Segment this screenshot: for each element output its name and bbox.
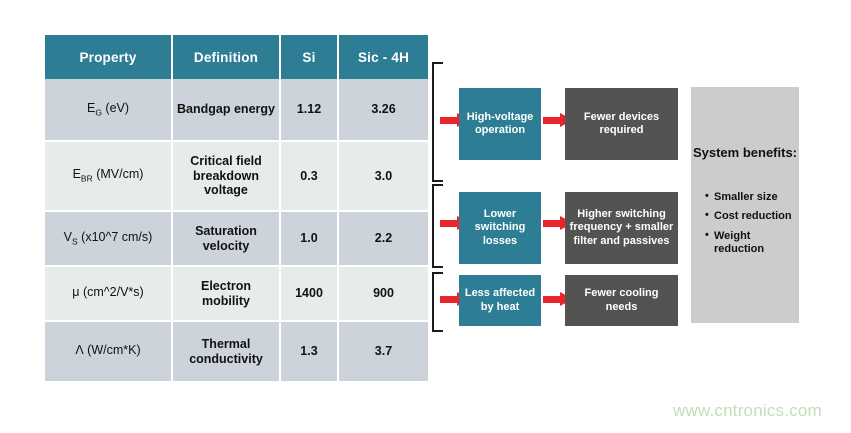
property-unit: (W/cm*K) — [83, 342, 141, 357]
cell-property: Λ (W/cm*K) — [45, 321, 173, 381]
property-unit: (MV/cm) — [92, 167, 144, 182]
flow-effect-box-3: Fewer cooling needs — [565, 275, 678, 326]
system-benefits-panel: System benefits: Smaller size Cost reduc… — [691, 87, 799, 323]
group-bracket-3 — [432, 272, 443, 332]
property-symbol: V — [63, 229, 73, 244]
arrow-shaft — [440, 296, 459, 303]
flow-cause-box-3: Less affected by heat — [459, 275, 541, 326]
arrow-shaft — [440, 117, 459, 124]
list-item: Smaller size — [705, 190, 797, 204]
cell-sic-value: 900 — [338, 266, 428, 322]
cell-definition: Bandgap energy — [172, 79, 281, 142]
table-row: μ (cm^2/V*s) Electron mobility 1400 900 — [45, 266, 428, 322]
cell-definition: Saturation velocity — [172, 211, 281, 267]
system-benefits-title: System benefits: — [692, 145, 798, 160]
table-row: EBR (MV/cm) Critical field breakdown vol… — [45, 141, 428, 212]
system-benefits-list: Smaller size Cost reduction Weight reduc… — [705, 190, 797, 263]
cell-property: μ (cm^2/V*s) — [45, 266, 173, 322]
column-header-property: Property — [45, 35, 173, 79]
flow-effect-box-1: Fewer devices required — [565, 88, 678, 160]
property-subscript: S — [72, 236, 78, 247]
property-symbol: μ — [72, 284, 80, 299]
group-bracket-2 — [432, 184, 443, 268]
flow-cause-box-1: High-voltage operation — [459, 88, 541, 160]
cell-sic-value: 2.2 — [338, 211, 428, 267]
table-row: Λ (W/cm*K) Thermal conductivity 1.3 3.7 — [45, 321, 428, 381]
group-bracket-1 — [432, 62, 443, 182]
cell-si-value: 0.3 — [280, 141, 339, 212]
cell-property: EG (eV) — [45, 79, 173, 142]
cell-si-value: 1.12 — [280, 79, 339, 142]
arrow-shaft — [543, 220, 562, 227]
column-header-si: Si — [280, 35, 339, 79]
arrow-shaft — [440, 220, 459, 227]
cell-definition: Electron mobility — [172, 266, 281, 322]
cell-property: EBR (MV/cm) — [45, 141, 173, 212]
cell-si-value: 1400 — [280, 266, 339, 322]
cell-definition: Thermal conductivity — [172, 321, 281, 381]
property-unit: (cm^2/V*s) — [79, 284, 144, 299]
flow-cause-box-2: Lower switching losses — [459, 192, 541, 264]
cell-property: VS (x10^7 cm/s) — [45, 211, 173, 267]
arrow-shaft — [543, 296, 562, 303]
cell-definition: Critical field breakdown voltage — [172, 141, 281, 212]
table-header-row: Property Definition Si Sic - 4H — [45, 35, 428, 79]
flow-effect-box-2: Higher switching frequency + smaller fil… — [565, 192, 678, 264]
property-symbol: E — [86, 100, 96, 115]
cell-si-value: 1.0 — [280, 211, 339, 267]
property-symbol: Λ — [75, 342, 84, 357]
property-unit: (x10^7 cm/s) — [77, 229, 153, 244]
column-header-definition: Definition — [172, 35, 281, 79]
cell-si-value: 1.3 — [280, 321, 339, 381]
list-item: Cost reduction — [705, 209, 797, 223]
property-symbol: E — [72, 167, 81, 182]
arrow-shaft — [543, 117, 562, 124]
site-watermark: www.cntronics.com — [673, 401, 822, 420]
si-vs-sic-comparison-table: Property Definition Si Sic - 4H EG (eV) … — [45, 35, 428, 381]
table-row: EG (eV) Bandgap energy 1.12 3.26 — [45, 79, 428, 142]
list-item: Weight reduction — [705, 229, 797, 257]
cell-sic-value: 3.0 — [338, 141, 428, 212]
column-header-sic: Sic - 4H — [338, 35, 428, 79]
cell-sic-value: 3.7 — [338, 321, 428, 381]
property-unit: (eV) — [101, 100, 130, 115]
property-subscript: BR — [80, 173, 93, 184]
property-subscript: G — [95, 107, 102, 118]
table-row: VS (x10^7 cm/s) Saturation velocity 1.0 … — [45, 211, 428, 267]
cell-sic-value: 3.26 — [338, 79, 428, 142]
